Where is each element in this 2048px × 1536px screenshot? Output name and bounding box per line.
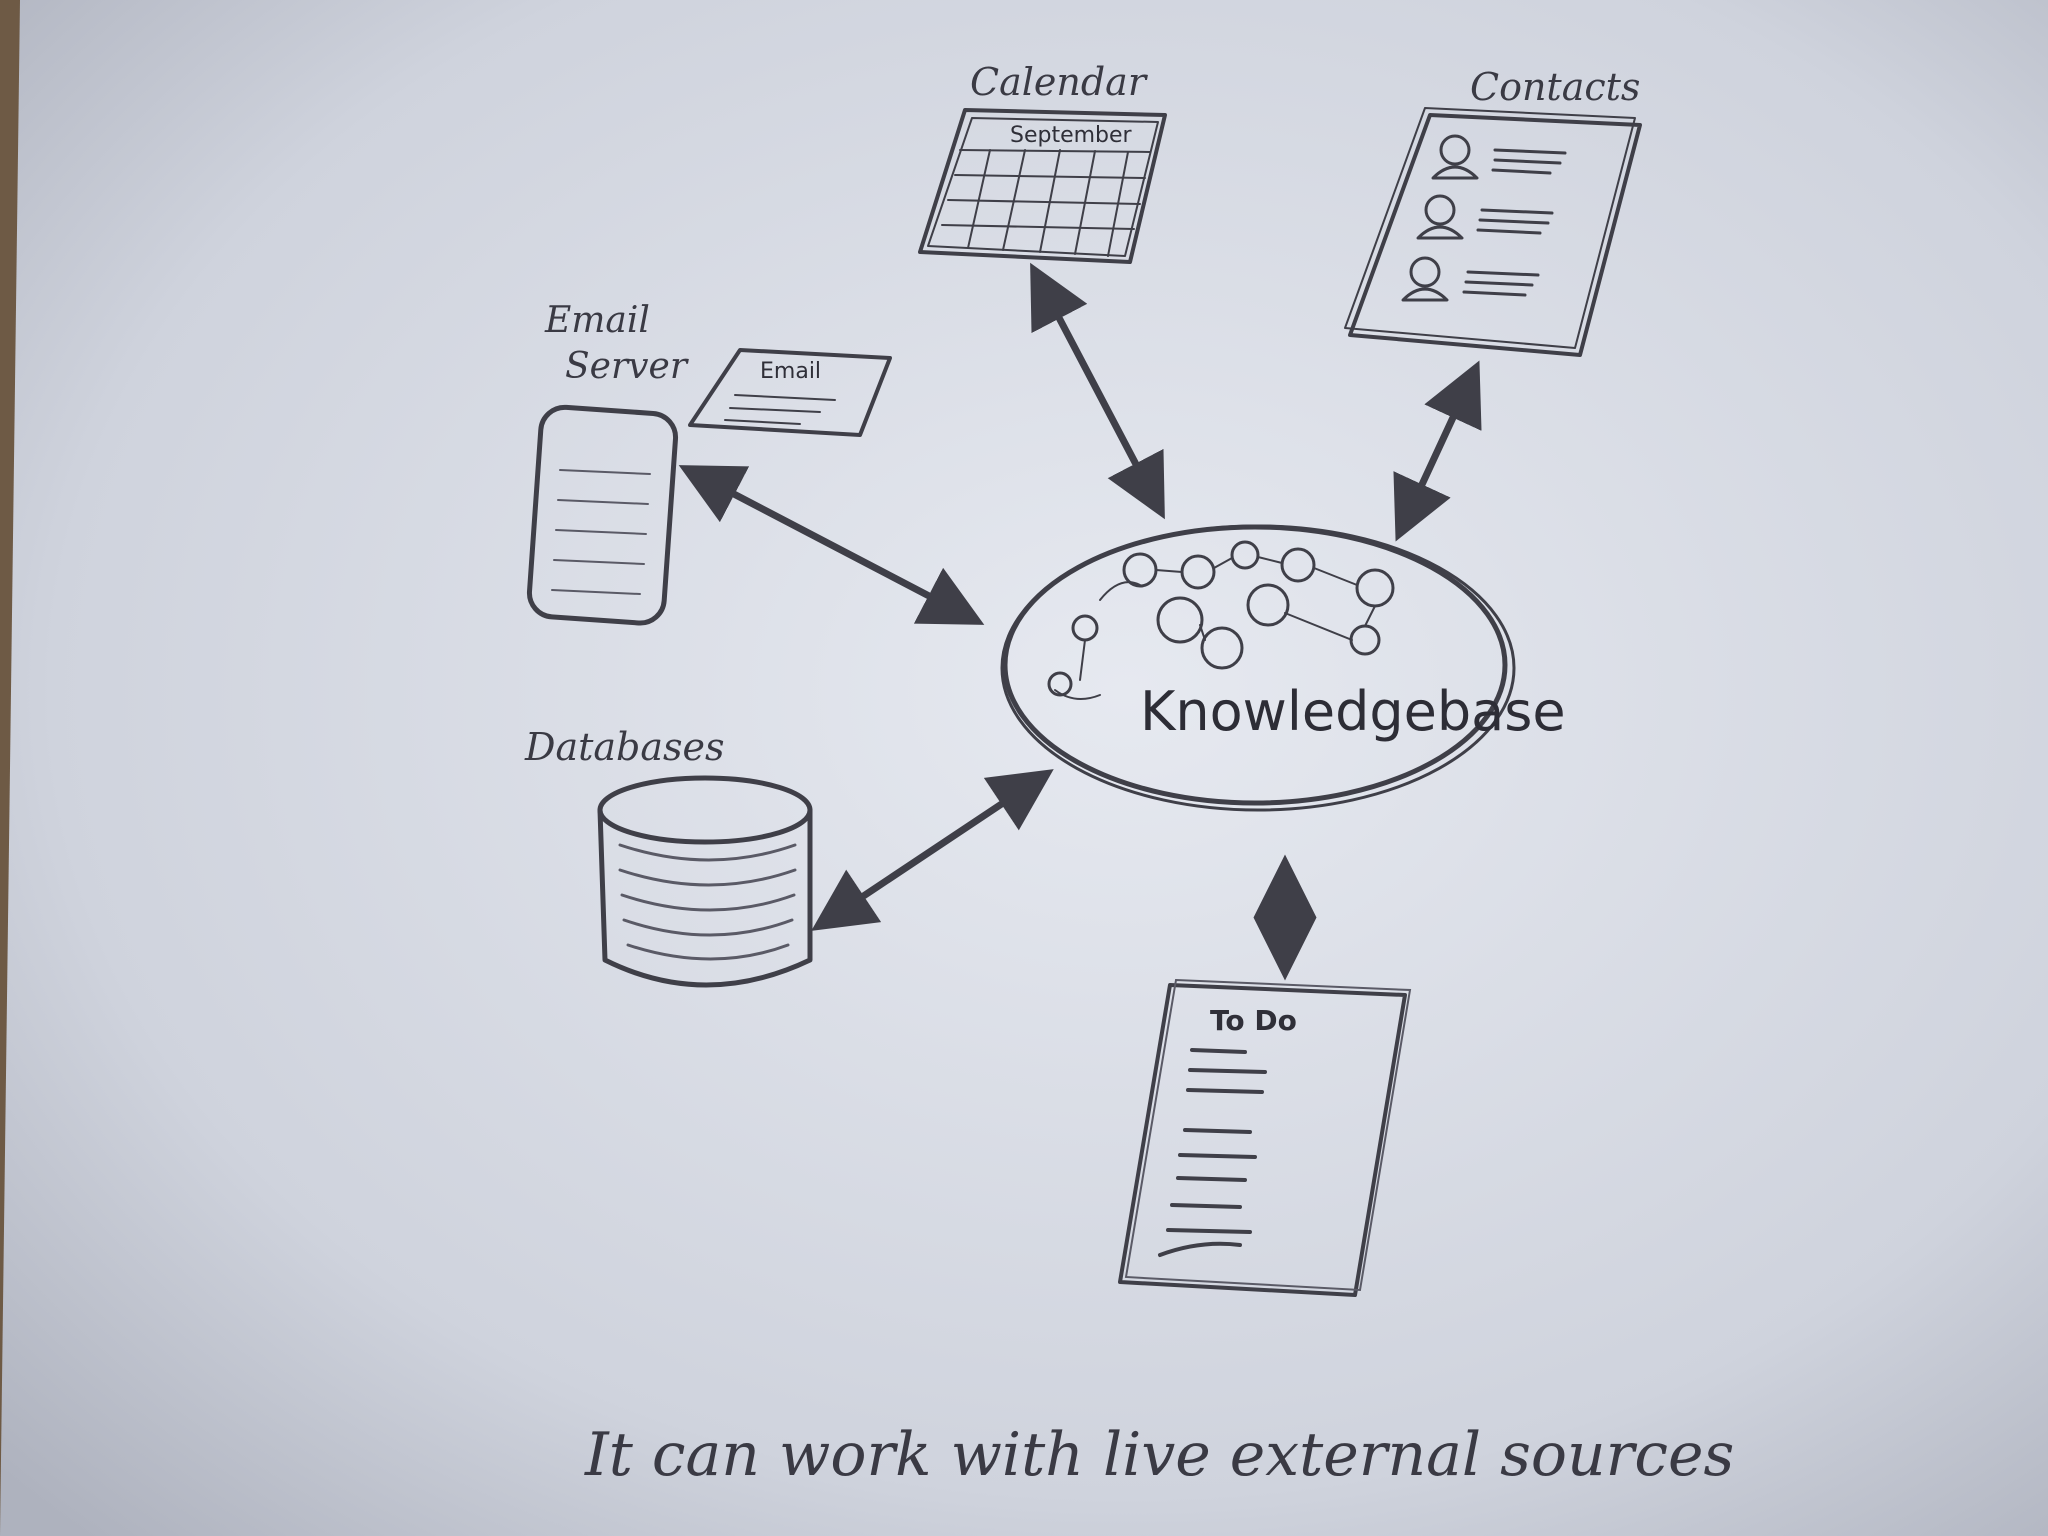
email-document (688, 348, 892, 437)
knowledge-graph-icon (1047, 540, 1395, 700)
email-document-label: Email (760, 359, 821, 384)
calendar-label: Calendar (970, 60, 1149, 104)
todo-list-lines (1158, 1048, 1267, 1257)
calendar-node: Calendar September (918, 60, 1167, 264)
email-server-label-line1: Email (544, 300, 650, 341)
database-cylinder-icon (597, 775, 813, 988)
knowledgebase-label: Knowledgebase (1140, 680, 1566, 743)
databases-label: Databases (524, 725, 725, 769)
todo-document (1118, 983, 1407, 1297)
todo-node: To Do (1118, 978, 1412, 1297)
diagram-caption: It can work with live external sources (584, 1420, 1734, 1490)
calendar-month: September (1010, 123, 1133, 148)
email-server-label-line2: Server (565, 346, 689, 387)
edge-email-knowledgebase (678, 465, 985, 625)
edge-databases-knowledgebase (811, 769, 1054, 931)
edge-contacts-knowledgebase (1393, 360, 1482, 542)
contact-person-icon (1431, 134, 1479, 180)
edge-calendar-knowledgebase (1030, 262, 1165, 520)
contact-text-lines (1462, 148, 1567, 297)
contacts-node: Contacts (1344, 65, 1642, 357)
calendar-grid (941, 149, 1151, 257)
contacts-label: Contacts (1470, 65, 1640, 109)
todo-label: To Do (1210, 1004, 1297, 1037)
server-icon (526, 404, 679, 626)
contact-person-icon (1401, 256, 1449, 302)
email-server-node: Email Server Email (526, 300, 892, 626)
server-lines (551, 469, 651, 595)
knowledgebase-node: Knowledgebase (1000, 524, 1566, 812)
edge-arrows (678, 262, 1482, 981)
databases-node: Databases (524, 725, 813, 988)
contact-person-icon (1416, 194, 1464, 240)
